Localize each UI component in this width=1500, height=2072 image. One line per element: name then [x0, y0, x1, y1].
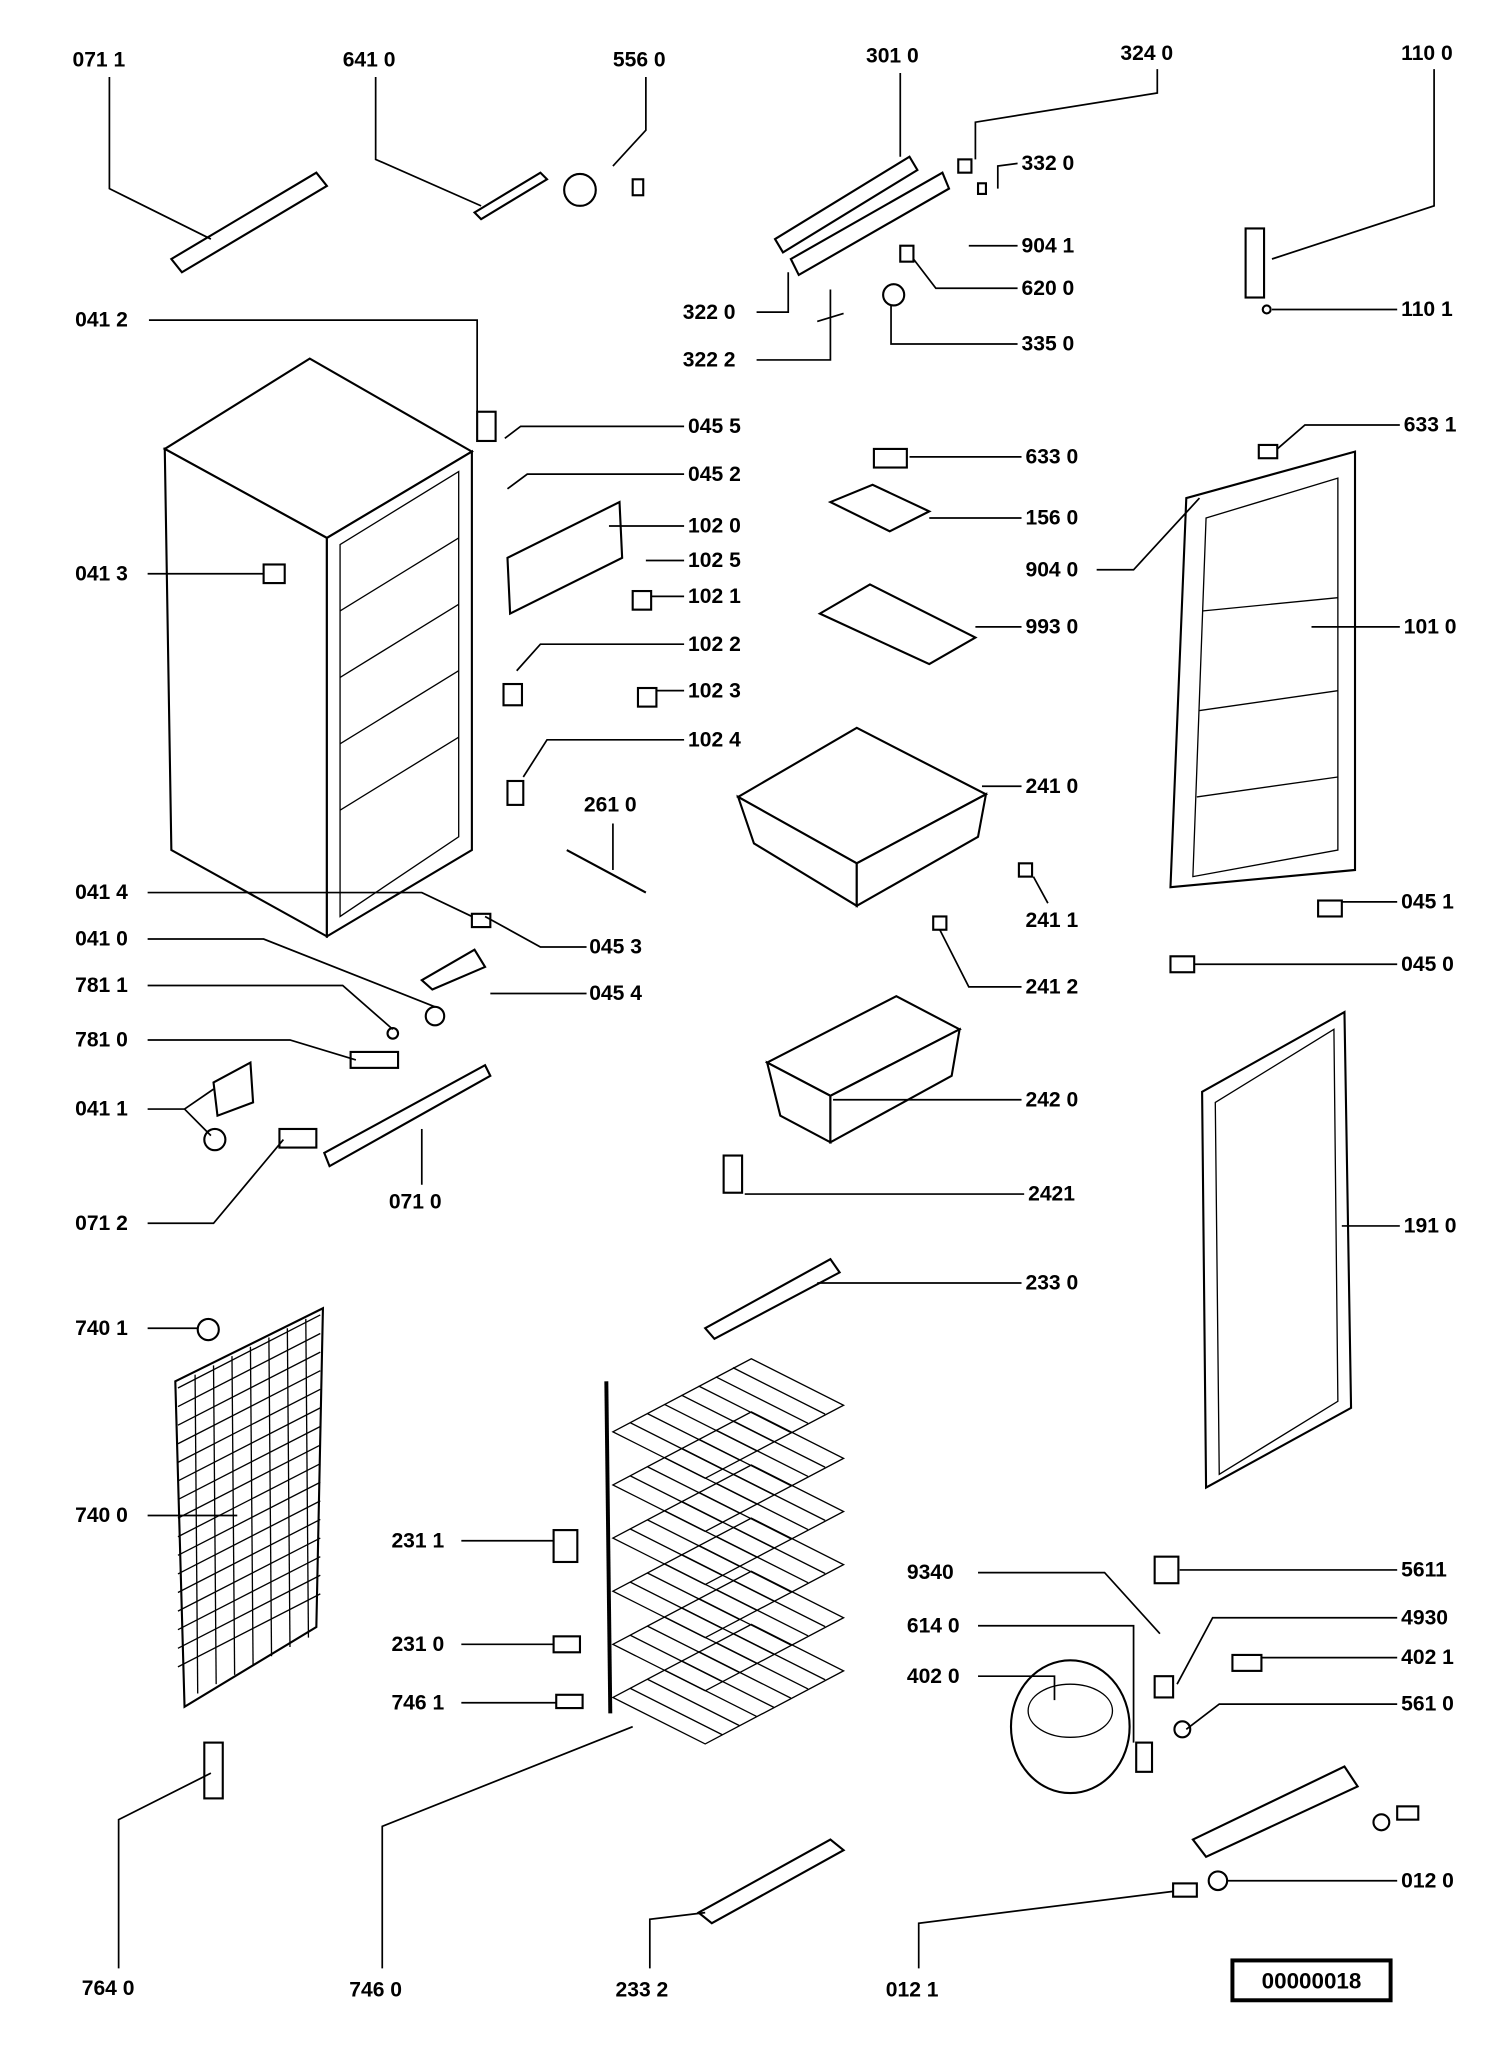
kickplate-drawing — [322, 1063, 492, 1168]
part-label: 041 2 — [75, 309, 128, 332]
part-label: 261 0 — [584, 793, 637, 816]
part-label: 231 1 — [391, 1529, 444, 1552]
ice-tray-drawing — [827, 483, 932, 533]
part-label: 231 0 — [391, 1633, 444, 1656]
shelf-support-drawing — [696, 1838, 846, 1925]
control-panel-drawing — [773, 155, 919, 254]
part-label: 993 0 — [1025, 615, 1078, 638]
cabinet-front-drawing — [325, 449, 473, 939]
part-label: 904 1 — [1022, 234, 1075, 257]
part-label: 402 0 — [907, 1665, 960, 1688]
part-label: 614 0 — [907, 1614, 960, 1637]
top-hinge-cover-drawing — [169, 171, 329, 274]
part-label: 071 0 — [389, 1191, 442, 1214]
part-label: 633 0 — [1025, 445, 1078, 468]
part-drawings — [162, 155, 1420, 1925]
part-label: 012 0 — [1401, 1869, 1454, 1892]
part-label: 041 0 — [75, 928, 128, 951]
part-label: 781 1 — [75, 974, 128, 997]
shelf-rail-drawing — [703, 1257, 842, 1341]
part-label: 561 0 — [1401, 1693, 1454, 1716]
part-label: 156 0 — [1025, 507, 1078, 530]
hinge-drawing — [476, 410, 497, 443]
part-label: 322 0 — [683, 301, 736, 324]
part-label: 5611 — [1401, 1559, 1447, 1582]
part-label: 102 0 — [688, 515, 741, 538]
door-gasket-drawing — [1201, 1010, 1353, 1490]
part-label: 2421 — [1028, 1183, 1075, 1206]
part-label: 241 2 — [1025, 975, 1078, 998]
part-label: 746 1 — [391, 1691, 444, 1714]
part-label: 041 3 — [75, 562, 128, 585]
part-label: 332 0 — [1022, 152, 1075, 175]
part-label: 301 0 — [866, 44, 919, 67]
part-label: 041 1 — [75, 1098, 128, 1121]
part-label: 045 0 — [1401, 953, 1454, 976]
knob-spring-drawing — [563, 172, 597, 207]
part-label: 904 0 — [1025, 558, 1078, 581]
part-label: 740 0 — [75, 1504, 128, 1527]
part-label: 045 2 — [688, 463, 741, 486]
part-label: 012 1 — [886, 1978, 939, 2001]
clip-drawing — [976, 182, 987, 195]
switch-drawing — [899, 244, 915, 263]
compressor-drawing — [1009, 1659, 1131, 1795]
part-label: 746 0 — [349, 1978, 402, 2001]
part-label: 322 2 — [683, 349, 736, 372]
drawing-id-box: 00000018 — [1230, 1958, 1393, 2003]
part-label: 102 2 — [688, 633, 741, 656]
part-label: 045 4 — [589, 982, 642, 1005]
part-label: 242 0 — [1025, 1088, 1078, 1111]
part-label: 102 1 — [688, 585, 741, 608]
part-label: 764 0 — [82, 1977, 135, 2000]
flap-drawing — [506, 500, 624, 616]
part-label: 620 0 — [1022, 277, 1075, 300]
grid-drawing — [817, 583, 978, 666]
part-label: 740 1 — [75, 1317, 128, 1340]
part-label: 402 1 — [1401, 1646, 1454, 1669]
part-label: 102 3 — [688, 679, 741, 702]
part-label: 110 1 — [1401, 298, 1453, 321]
door-drawing — [1169, 450, 1357, 889]
leader-lines — [108, 69, 1435, 1969]
part-label: 045 1 — [1401, 890, 1454, 913]
drawing-id: 00000018 — [1262, 1968, 1362, 1993]
part-label: 641 0 — [343, 48, 396, 71]
part-label: 102 5 — [688, 549, 741, 572]
part-label: 324 0 — [1120, 42, 1173, 65]
part-label: 191 0 — [1404, 1215, 1457, 1238]
part-label: 101 0 — [1404, 615, 1457, 638]
part-label: 102 4 — [688, 728, 741, 751]
compressor-base-drawing — [1191, 1765, 1360, 1859]
part-labels: 071 1 641 0 556 0 301 0 324 0 110 0 332 0 904 1… — [72, 42, 1456, 2002]
part-label: 041 4 — [75, 881, 128, 904]
lamp-holder-drawing — [957, 158, 973, 174]
part-label: 556 0 — [613, 48, 666, 71]
part-label: 045 5 — [688, 415, 741, 438]
part-label: 781 0 — [75, 1029, 128, 1052]
knob-drawing — [882, 283, 906, 307]
part-label: 241 1 — [1025, 909, 1078, 932]
part-label: 233 0 — [1025, 1272, 1078, 1295]
part-label: 633 1 — [1404, 414, 1457, 437]
door-hinge-drawing — [1244, 227, 1266, 299]
part-label: 241 0 — [1025, 775, 1078, 798]
panel-strip-drawing — [789, 171, 951, 277]
part-label: 233 2 — [616, 1978, 669, 2001]
part-label: 045 3 — [589, 936, 642, 959]
part-label: 335 0 — [1022, 333, 1075, 356]
part-label: 071 2 — [75, 1212, 128, 1235]
part-label: 4930 — [1401, 1606, 1448, 1629]
part-label: 110 0 — [1401, 42, 1453, 65]
part-label: 071 1 — [72, 48, 125, 71]
small-part-drawing — [631, 178, 645, 197]
part-label: 9340 — [907, 1561, 954, 1584]
thermostat-drawing — [472, 171, 549, 221]
